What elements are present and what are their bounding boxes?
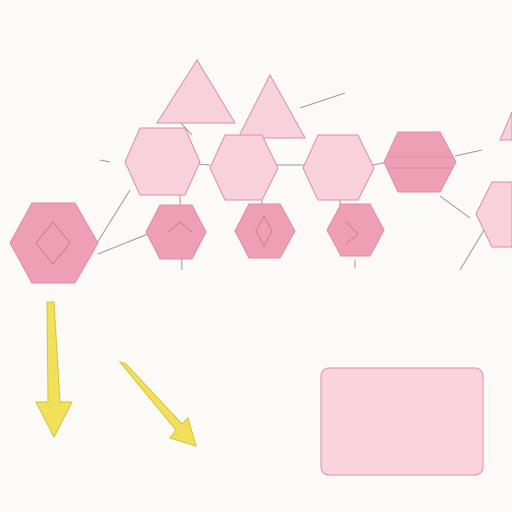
connector-line xyxy=(99,159,111,163)
connector-line xyxy=(439,195,471,219)
hexagon-3 xyxy=(302,134,375,201)
hexagon-large-left-diamond xyxy=(35,221,71,265)
hexagon-5-detail xyxy=(167,221,193,233)
hexagon-7-detail xyxy=(345,221,359,245)
hexagon-5 xyxy=(145,204,207,260)
connector-line xyxy=(97,233,149,255)
hexagon-6-diamond xyxy=(255,214,273,248)
connector-line xyxy=(96,189,131,244)
connector-line xyxy=(459,229,485,271)
triangle-left xyxy=(156,59,236,124)
arrow-diagonal xyxy=(118,360,197,447)
hexagon-6 xyxy=(234,203,296,259)
triangle-right xyxy=(237,73,306,139)
hexagon-2 xyxy=(209,134,279,201)
connector-line xyxy=(299,92,346,109)
hexagon-large-left xyxy=(9,202,99,284)
hexagon-1 xyxy=(124,127,201,196)
hexagon-4 xyxy=(383,131,457,193)
note-box xyxy=(320,367,484,476)
hexagon-7 xyxy=(326,203,385,257)
connector-line xyxy=(454,149,483,157)
hexagon-right-partial xyxy=(475,181,512,248)
arrow-down-left xyxy=(35,301,73,439)
triangle-small-right xyxy=(499,111,512,141)
